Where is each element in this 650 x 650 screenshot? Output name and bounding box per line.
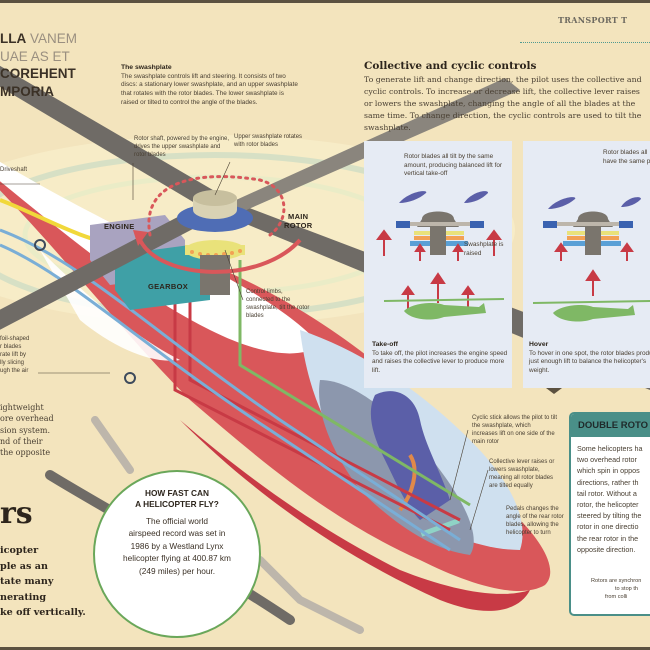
rotor-blade-icon (399, 191, 427, 203)
label-main-rotor: MAIN ROTOR (284, 212, 313, 230)
landing-skid (256, 556, 364, 634)
section-heading: rs (0, 496, 33, 531)
panel-pointer (546, 388, 562, 394)
label-pedals: Pedals changes the angle of the rear rot… (506, 506, 564, 536)
label-airfoil: foil-shaped r blades rate lift by lly sl… (0, 336, 30, 374)
rotor-shaft (200, 255, 230, 295)
label-driveshaft: Driveshaft (0, 167, 28, 173)
double-rotor-body: Some helicopters ha two overhead rotor w… (577, 444, 643, 554)
label-gearbox: GEARBOX (148, 282, 189, 291)
section-intro: icopter ple as an tate many nerating ke … (0, 545, 86, 618)
rotation-arrow (138, 238, 302, 274)
helicopter-icon (553, 305, 635, 322)
label-collective-lever: Collective lever raises or lowers swashp… (489, 459, 555, 489)
rotor-blade-icon (548, 197, 576, 209)
title-line: COREHENT (0, 66, 76, 81)
lift-arrows (376, 229, 502, 309)
takeoff-annotation: Rotor blades all tilt by the same amount… (404, 153, 503, 178)
page-title: LLA VANEM UAE AS ET COREHENT MPORIA (0, 30, 77, 100)
double-rotor-box: DOUBLE ROTO Some helicopters ha two over… (569, 412, 650, 616)
double-rotor-footnote: Rotors are synchron to stop th from coll… (591, 578, 642, 601)
gearbox-block (115, 245, 210, 310)
takeoff-diagram (376, 191, 505, 320)
top-border (0, 0, 650, 3)
rotation-path-dotted (147, 175, 286, 237)
controls-body: To generate lift and change direction, t… (364, 75, 642, 132)
label-engine: ENGINE (104, 222, 135, 231)
cable-pulley (34, 239, 46, 251)
hover-panel: Rotor blades all have the same pitch Hov… (523, 141, 650, 388)
title-line: LLA VANEM (0, 31, 78, 46)
hover-diagram (532, 197, 650, 322)
cable-pulley (124, 372, 136, 384)
rotor-blade-icon (621, 197, 641, 207)
label-cyclic-stick: Cyclic stick allows the pilot to tilt th… (472, 415, 558, 445)
lift-arrows (554, 242, 634, 296)
label-upper-swashplate: Upper swashplate rotates with rotor blad… (234, 134, 303, 148)
speed-fact-circle: HOW FAST CAN A HELICOPTER FLY? The offic… (93, 470, 261, 638)
controls-heading: Collective and cyclic controls (364, 60, 537, 72)
hover-annotation: Rotor blades all have the same pitch (603, 149, 650, 165)
speed-fact-answer: The official world airspeed record was s… (123, 516, 231, 576)
speed-fact-question: HOW FAST CAN A HELICOPTER FLY? (135, 488, 219, 509)
label-rotor-shaft: Rotor shaft, powered by the engine, driv… (134, 136, 230, 158)
title-line: UAE AS ET (0, 48, 70, 64)
title-line: MPORIA (0, 83, 54, 99)
takeoff-panel: Rotor blades all tilt by the same amount… (364, 141, 512, 388)
takeoff-swash-label: Swashplate is raised (464, 241, 504, 257)
swashplate-body: The swashplate controls lift and steerin… (121, 72, 298, 106)
takeoff-caption: Take-off To take off, the pilot increase… (372, 341, 508, 375)
dotted-divider (520, 42, 650, 43)
rotor-blade-icon (464, 191, 489, 203)
landing-skid (91, 416, 134, 474)
double-rotor-heading: DOUBLE ROTO (571, 414, 650, 437)
label-control-limbs: Control limbs, connected to the swashpla… (246, 289, 310, 319)
swashplate-explainer: The swashplate The swashplate controls l… (121, 64, 301, 108)
running-head: TRANSPORT T (558, 15, 628, 25)
swashplate-heading: The swashplate (121, 64, 172, 71)
leader-lines (0, 161, 489, 531)
helicopter-icon (404, 303, 486, 320)
bottom-border (0, 647, 650, 650)
left-intro-text: ightweight ore overhead sion system. nd … (0, 403, 54, 458)
hover-caption: Hover To hover in one spot, the rotor bl… (529, 341, 650, 375)
